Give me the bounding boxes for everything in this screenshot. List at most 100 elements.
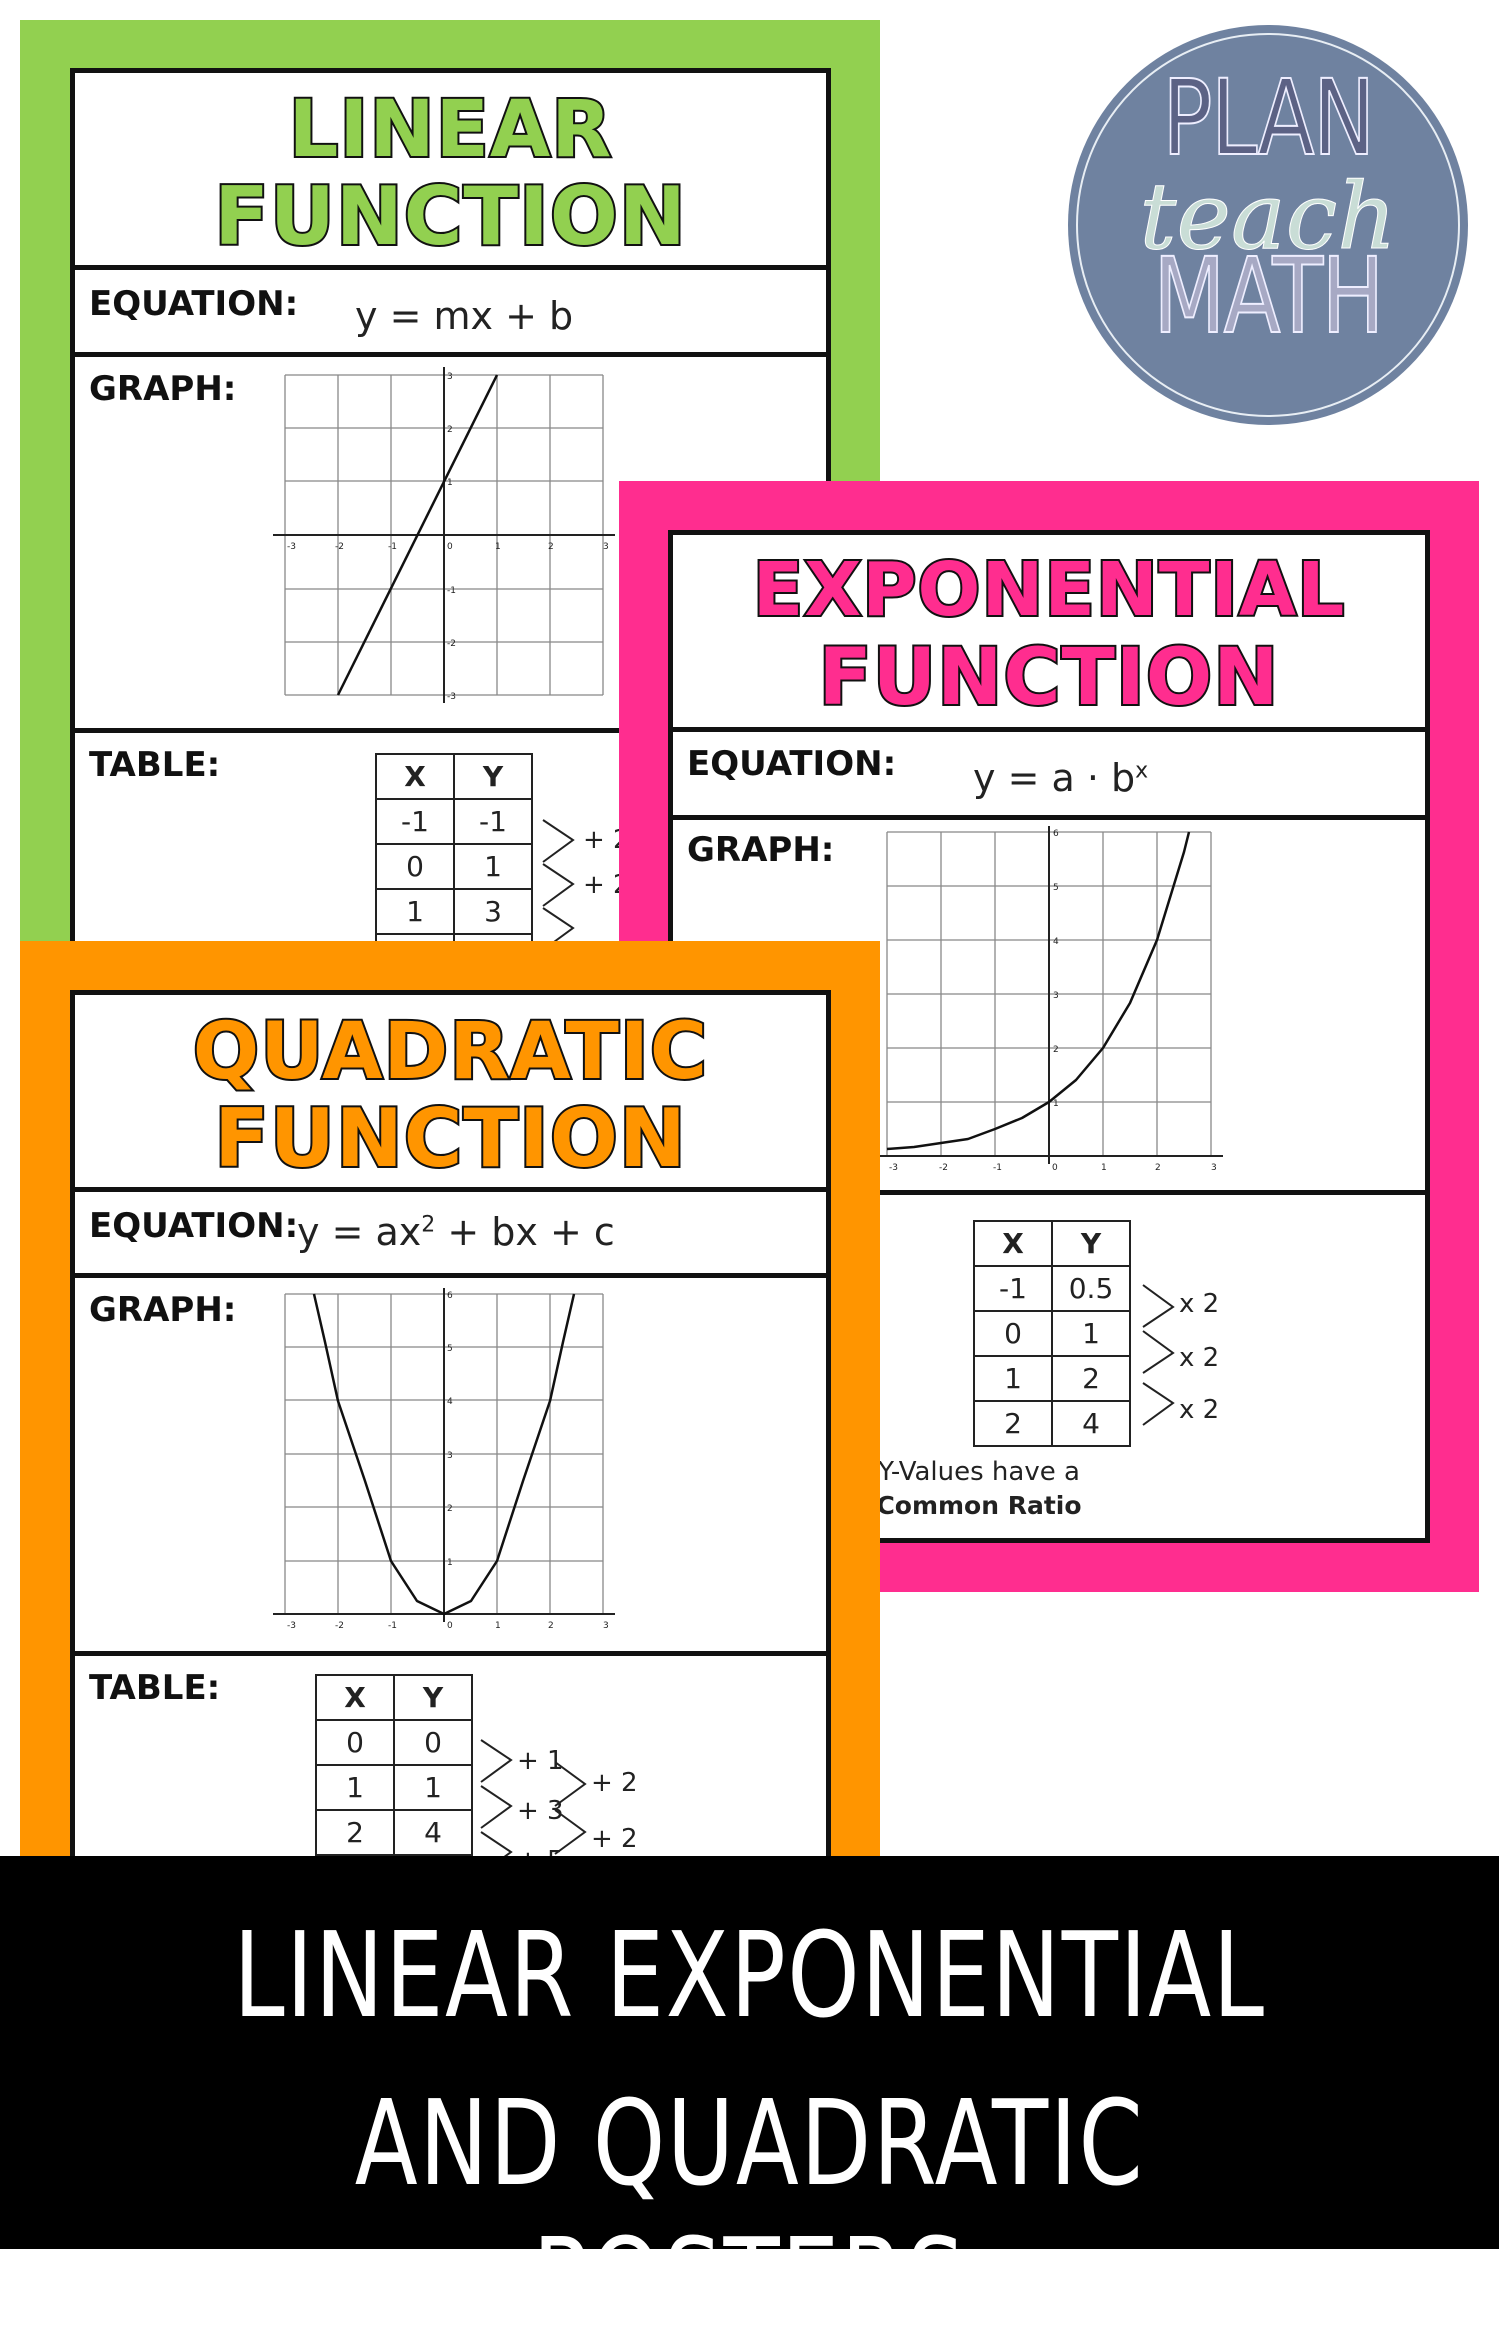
svg-text:2: 2: [1155, 1163, 1161, 1173]
svg-text:6: 6: [1053, 829, 1059, 839]
exponential-ratio-2: x 2: [1179, 1343, 1220, 1373]
banner-line1: LINEAR EXPONENTIAL: [233, 1906, 1266, 2044]
exponential-equation-section: EQUATION: y = a · bx: [673, 732, 1425, 820]
linear-graph-label: GRAPH:: [89, 369, 237, 409]
linear-table-label: TABLE:: [89, 745, 221, 785]
svg-text:6: 6: [447, 1291, 453, 1301]
svg-text:5: 5: [447, 1344, 453, 1354]
quadratic-table-label: TABLE:: [89, 1668, 221, 1708]
cell: 2: [315, 1809, 395, 1856]
quadratic-equation-section: EQUATION: y = ax2 + bx + c: [75, 1192, 826, 1278]
col-y: Y: [453, 753, 533, 800]
exponential-plot-curve: [886, 831, 1191, 1151]
svg-text:1: 1: [495, 1621, 501, 1631]
equation-exponent: 2: [421, 1212, 436, 1238]
cell: 1: [1051, 1310, 1131, 1357]
cell: 0: [315, 1719, 395, 1766]
exponential-poster-card: EXPONENTIAL FUNCTION EQUATION: y = a · b…: [668, 530, 1430, 1543]
logo-math: MATH: [1153, 234, 1385, 358]
svg-text:2: 2: [447, 425, 453, 435]
svg-text:3: 3: [447, 372, 453, 382]
linear-title-line2: FUNCTION: [212, 170, 688, 263]
cell: 1: [453, 843, 533, 890]
svg-text:1: 1: [447, 1558, 453, 1568]
plan-teach-math-logo: PLAN teach MATH: [1068, 25, 1468, 425]
cell: 0.5: [1051, 1265, 1131, 1312]
quadratic-poster-card: QUADRATIC FUNCTION EQUATION: y = ax2 + b…: [70, 990, 831, 1990]
quadratic-first-diff-1: + 1: [517, 1746, 564, 1776]
svg-text:2: 2: [548, 1621, 554, 1631]
quadratic-second-diff-2: + 2: [591, 1824, 638, 1854]
cell: -1: [973, 1265, 1053, 1312]
svg-text:-1: -1: [388, 542, 397, 552]
svg-text:3: 3: [1053, 991, 1059, 1001]
cell: 0: [375, 843, 455, 890]
svg-text:-1: -1: [993, 1163, 1002, 1173]
quadratic-second-diff-1: + 2: [591, 1768, 638, 1798]
svg-text:0: 0: [447, 542, 453, 552]
banner-line2: AND QUADRATIC POSTERS: [354, 2074, 1145, 2350]
col-y: Y: [1051, 1220, 1131, 1267]
col-x: X: [375, 753, 455, 800]
exponential-note-line1: Y-Values have a: [878, 1457, 1080, 1487]
cell: -1: [453, 798, 533, 845]
logo-teach: teach: [1139, 163, 1397, 271]
exponential-title-section: EXPONENTIAL FUNCTION: [673, 535, 1425, 732]
col-x: X: [315, 1674, 395, 1721]
quadratic-equation-label: EQUATION:: [89, 1206, 299, 1246]
table-row: -1-1: [375, 798, 533, 845]
exponential-note-line2: Common Ratio: [876, 1491, 1082, 1520]
exponential-ratio-3: x 2: [1179, 1395, 1220, 1425]
col-y: Y: [393, 1674, 473, 1721]
svg-text:-1: -1: [447, 586, 456, 596]
svg-text:3: 3: [1211, 1163, 1217, 1173]
svg-text:-2: -2: [447, 639, 456, 649]
cell: 1: [315, 1764, 395, 1811]
linear-equation-label: EQUATION:: [89, 284, 299, 324]
cell: 0: [393, 1719, 473, 1766]
svg-text:2: 2: [1053, 1045, 1059, 1055]
svg-text:-3: -3: [889, 1163, 898, 1173]
cell: 4: [393, 1809, 473, 1856]
quadratic-title-line2: FUNCTION: [212, 1092, 688, 1185]
svg-text:-2: -2: [335, 542, 344, 552]
exponential-title-line2: FUNCTION: [817, 633, 1281, 723]
title-banner: LINEAR EXPONENTIAL AND QUADRATIC POSTERS: [0, 1856, 1499, 2350]
exponential-bracket-icons: [1142, 1284, 1175, 1426]
svg-text:3: 3: [603, 542, 609, 552]
svg-text:1: 1: [1053, 1099, 1059, 1109]
equation-part-a: y = ax: [297, 1210, 422, 1254]
quadratic-equation: y = ax2 + bx + c: [297, 1210, 615, 1254]
cell: 1: [973, 1355, 1053, 1402]
svg-text:0: 0: [447, 1621, 453, 1631]
svg-text:1: 1: [495, 542, 501, 552]
logo-ring: [1076, 33, 1460, 417]
cell: -1: [375, 798, 455, 845]
svg-text:4: 4: [1053, 937, 1059, 947]
cell: 2: [973, 1400, 1053, 1447]
svg-text:4: 4: [447, 1397, 453, 1407]
quadratic-first-diff-2: + 3: [517, 1796, 564, 1826]
equation-part-b: + bx + c: [435, 1210, 615, 1254]
svg-text:-3: -3: [287, 542, 296, 552]
linear-equation-section: EQUATION: y = mx + b: [75, 270, 826, 357]
logo-plan: PLAN: [1162, 56, 1376, 180]
exponential-ratio-1: x 2: [1179, 1289, 1220, 1319]
linear-title-section: LINEAR FUNCTION: [75, 73, 826, 270]
quadratic-graph-label: GRAPH:: [89, 1290, 237, 1330]
quadratic-plot-curve: [312, 1293, 576, 1616]
quadratic-poster: QUADRATIC FUNCTION EQUATION: y = ax2 + b…: [20, 941, 880, 1990]
svg-text:-3: -3: [447, 692, 456, 702]
equation-exponent: x: [1135, 758, 1149, 784]
